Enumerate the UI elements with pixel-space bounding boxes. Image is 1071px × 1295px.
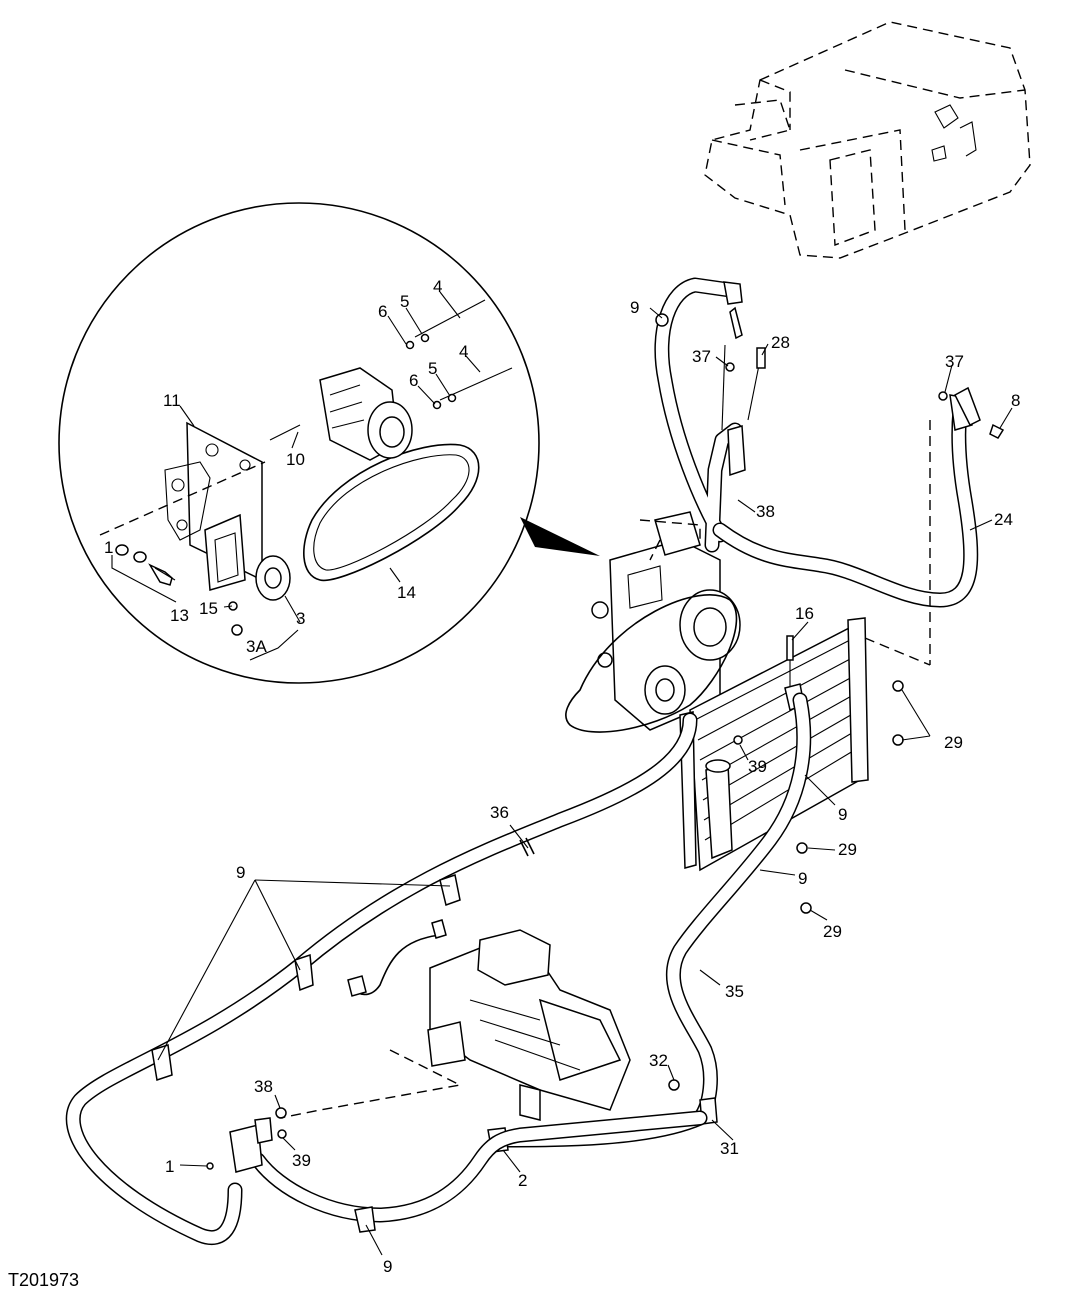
callout-38-upper: 38 [756,502,775,521]
callout-9-upper-hose: 9 [630,298,639,317]
hose-24 [712,386,1005,665]
callout-11: 11 [163,391,181,410]
callout-4-upper: 4 [433,277,442,296]
lower-suction-hose [206,1107,708,1233]
detail-pointer-arrow [520,517,600,556]
callout-5-lower: 5 [428,359,437,378]
callout-31: 31 [720,1139,739,1158]
callout-39-lower: 39 [292,1151,311,1170]
callout-15: 15 [199,599,218,618]
callout-labels: 4 5 6 4 5 6 11 10 1 13 15 3 3A 14 9 37 2… [104,277,1020,1276]
callout-3: 3 [296,609,305,628]
hose-36 [65,712,698,1246]
callout-5-upper: 5 [400,292,409,311]
callout-1-detail: 1 [104,538,113,557]
callout-3a: 3A [246,637,267,656]
main-compressor-assembly [565,511,741,733]
callout-9-dryer: 9 [798,869,807,888]
callout-2: 2 [518,1171,527,1190]
callout-9-lower: 9 [383,1257,392,1276]
callout-24: 24 [994,510,1013,529]
callout-29-middle: 29 [838,840,857,859]
callout-28: 28 [771,333,790,352]
callout-6-lower: 6 [409,371,418,390]
callout-16: 16 [795,604,814,623]
callout-29-lower: 29 [823,922,842,941]
compressor-detail-view [58,202,600,684]
callout-4-lower: 4 [459,342,468,361]
figure-id: T201973 [8,1270,79,1290]
evaporator-heater-unit [279,919,631,1121]
discharge-hose-upper [654,277,766,553]
callout-39-upper: 39 [748,757,767,776]
callout-leader-lines [111,291,1013,1256]
callout-38-lower: 38 [254,1077,273,1096]
callout-35: 35 [725,982,744,1001]
callout-9-condenser: 9 [838,805,847,824]
callout-29-right: 29 [944,733,963,752]
callout-10: 10 [286,450,305,469]
callout-32: 32 [649,1051,668,1070]
callout-9-clamps: 9 [236,863,245,882]
callout-13: 13 [170,606,189,625]
callout-6-upper: 6 [378,302,387,321]
callout-8: 8 [1011,391,1020,410]
callout-36: 36 [490,803,509,822]
machine-locator-view [704,21,1031,259]
callout-37-upper: 37 [692,347,711,366]
callout-14: 14 [397,583,416,602]
callout-1: 1 [165,1157,174,1176]
callout-37-right: 37 [945,352,964,371]
